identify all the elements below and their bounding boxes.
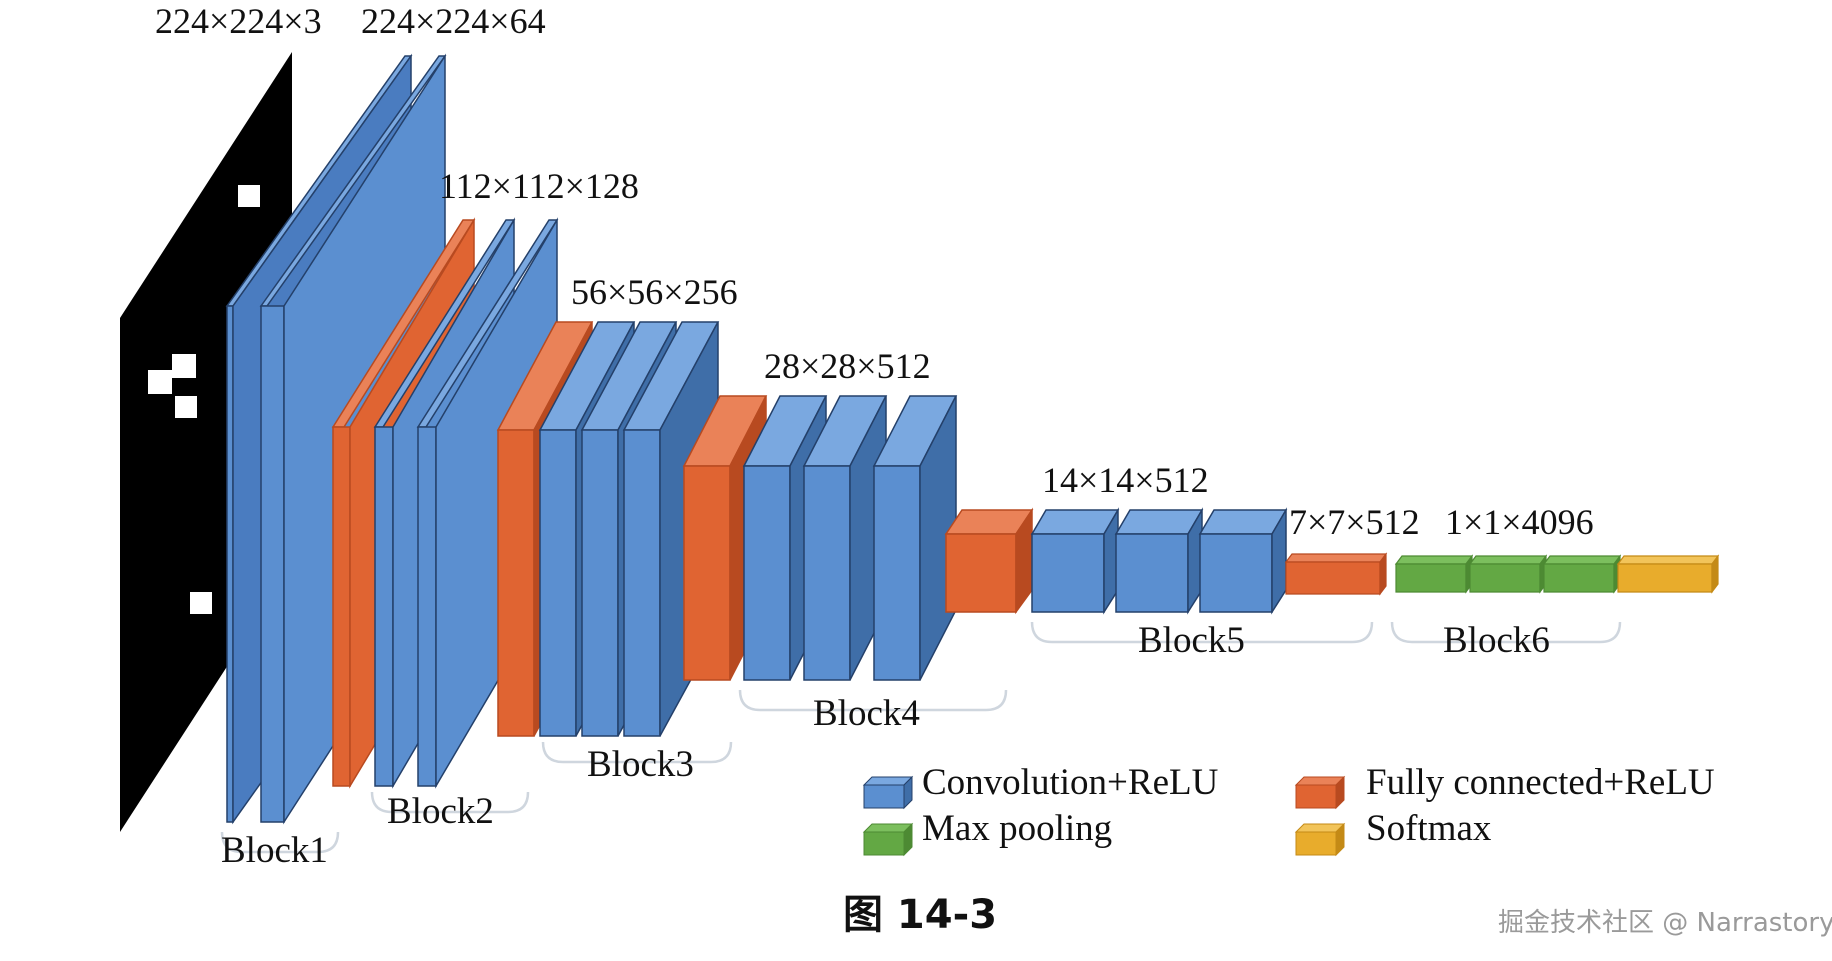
watermark: 掘金技术社区 @ Narrastory [1498, 908, 1832, 938]
block-labels: Block1 Block2 Block3 Block4 Block5 Block… [221, 620, 1550, 871]
dim-conv5: 14×14×512 [1042, 460, 1209, 500]
legend: Convolution+ReLU Max pooling Fully conne… [862, 762, 1715, 857]
legend-pool-label: Max pooling [922, 808, 1112, 849]
legend-softmax-label: Softmax [1366, 808, 1492, 849]
block4-layers [682, 395, 958, 681]
label-block2: Block2 [387, 791, 494, 832]
dim-conv2: 112×112×128 [439, 166, 639, 206]
figure-caption: 图 14-3 [843, 892, 997, 938]
dim-conv4: 28×28×512 [764, 346, 931, 386]
label-block6: Block6 [1443, 620, 1550, 661]
dim-fc: 1×1×4096 [1445, 502, 1594, 542]
legend-conv-label: Convolution+ReLU [922, 762, 1218, 803]
block2-layers [331, 217, 559, 789]
label-block5: Block5 [1138, 620, 1245, 661]
dimension-labels: 224×224×3 224×224×64 112×112×128 56×56×2… [155, 1, 1594, 542]
label-block3: Block3 [587, 744, 694, 785]
dim-conv1: 224×224×64 [361, 1, 546, 41]
legend-fc-label: Fully connected+ReLU [1366, 762, 1715, 803]
label-block1: Block1 [221, 830, 328, 871]
block6-layers [1284, 552, 1720, 596]
input-image [120, 52, 292, 832]
block5-layers [944, 507, 1288, 615]
dim-input: 224×224×3 [155, 1, 322, 41]
dim-conv3: 56×56×256 [571, 272, 738, 312]
legend-conv-swatch [862, 775, 914, 810]
legend-pool-swatch [862, 822, 914, 857]
label-block4: Block4 [813, 693, 920, 734]
dim-pool5: 7×7×512 [1289, 502, 1420, 542]
legend-fc-swatch [1294, 775, 1346, 810]
block-braces [220, 621, 1622, 854]
legend-softmax-swatch [1294, 822, 1346, 857]
block3-layers [496, 321, 720, 737]
